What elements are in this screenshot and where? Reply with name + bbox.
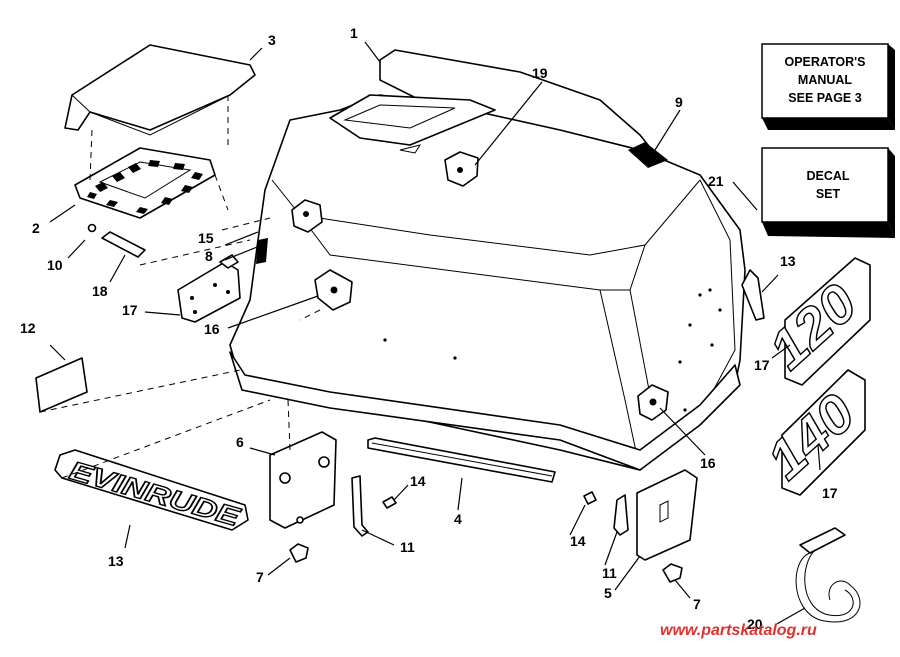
operators-manual-box: OPERATOR'S MANUAL SEE PAGE 3 xyxy=(761,43,895,130)
evinrude-logo-part-13: EVINRUDE xyxy=(54,449,249,533)
model-decal-140: 140 xyxy=(755,369,867,496)
callout-17-mid: 17 xyxy=(754,357,770,373)
callout-15: 15 xyxy=(198,230,214,246)
callout-11-right: 11 xyxy=(602,565,617,581)
callout-20: 20 xyxy=(747,616,763,632)
callout-17-left: 17 xyxy=(122,302,138,318)
engine-cover xyxy=(229,49,746,471)
side-bracket-part-13 xyxy=(741,269,765,321)
trim-strip-part-4 xyxy=(367,437,556,483)
callout-1: 1 xyxy=(350,25,358,41)
screw-part-10 xyxy=(87,223,97,233)
top-cover-part-3 xyxy=(64,44,256,136)
nut-part-7-left xyxy=(289,543,309,563)
callout-6: 6 xyxy=(236,434,244,450)
plate-part-15 xyxy=(291,199,323,233)
callout-14-center: 14 xyxy=(410,473,426,489)
alignment-lines xyxy=(39,95,321,479)
plate-part-16-upper xyxy=(314,269,353,311)
callout-10: 10 xyxy=(47,257,63,273)
callout-18: 18 xyxy=(92,283,108,299)
callout-9: 9 xyxy=(675,94,683,110)
callout-7-left: 7 xyxy=(256,569,264,585)
bracket-part-17 xyxy=(177,254,241,323)
decal-set-line-1: DECAL xyxy=(806,169,849,183)
plate-part-5 xyxy=(636,469,698,561)
callout-14-right: 14 xyxy=(570,533,586,549)
manual-line-3: SEE PAGE 3 xyxy=(788,91,861,105)
nut-part-7-right xyxy=(662,563,683,583)
callout-19: 19 xyxy=(532,65,548,81)
grille-part-2 xyxy=(74,147,216,219)
callout-8: 8 xyxy=(205,248,213,264)
bracket-part-6 xyxy=(269,431,337,529)
manual-line-1: OPERATOR'S xyxy=(785,55,866,69)
callout-2: 2 xyxy=(32,220,40,236)
callout-7-right: 7 xyxy=(693,596,701,612)
callout-13-logo: 13 xyxy=(108,553,124,569)
callout-numbers: 1 3 19 9 21 2 15 8 10 13 18 17 16 12 17 … xyxy=(20,25,838,632)
callout-17-bottom: 17 xyxy=(822,485,838,501)
callout-13-side: 13 xyxy=(780,253,796,269)
cable-part-20 xyxy=(795,527,861,623)
screw-part-14-right xyxy=(583,491,597,505)
watermark-text: www.partskatalog.ru xyxy=(660,622,817,639)
clip-part-11-right xyxy=(613,494,629,536)
model-decal-120: 120 xyxy=(757,257,871,386)
decal-part-12 xyxy=(35,357,88,413)
callout-5: 5 xyxy=(604,585,612,601)
decal-set-box: DECAL SET xyxy=(761,147,895,238)
bar-part-18 xyxy=(101,231,146,258)
callout-16-lower: 16 xyxy=(700,455,716,471)
leader-lines xyxy=(49,41,821,626)
plate-part-16-lower xyxy=(637,384,669,421)
callout-12: 12 xyxy=(20,320,36,336)
plate-part-19 xyxy=(444,151,479,187)
manual-line-2: MANUAL xyxy=(798,73,853,87)
callout-21: 21 xyxy=(708,173,724,189)
clip-part-11-center xyxy=(351,475,369,537)
callout-16-upper: 16 xyxy=(204,321,220,337)
screw-part-14-center xyxy=(382,496,397,509)
decal-set-line-2: SET xyxy=(816,187,841,201)
callout-4: 4 xyxy=(454,511,462,527)
callout-3: 3 xyxy=(268,32,276,48)
callout-11-center: 11 xyxy=(400,539,415,555)
